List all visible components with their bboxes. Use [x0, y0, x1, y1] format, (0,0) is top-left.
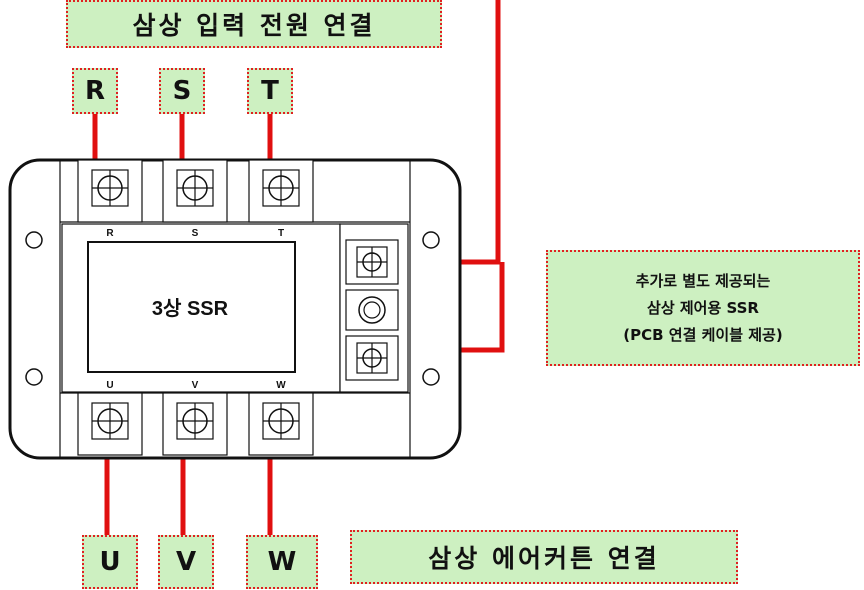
terminal-block-W: [248, 392, 314, 456]
control-ssr-note: 추가로 별도 제공되는 삼상 제어용 SSR (PCB 연결 케이블 제공): [546, 250, 860, 366]
terminal-block-U: [77, 392, 143, 456]
control-terminal-lower: [345, 335, 399, 381]
mount-hole-tl: [25, 231, 43, 249]
input-terminal-R-label: R: [72, 68, 118, 114]
output-aircurtain-label: 삼상 에어커튼 연결: [350, 530, 738, 584]
input-terminal-S-label: S: [159, 68, 205, 114]
input-terminal-T-label: T: [247, 68, 293, 114]
note-line-2: 삼상 제어용 SSR: [647, 298, 759, 317]
label-panel: [87, 241, 296, 373]
output-terminal-W-label: W: [246, 535, 318, 589]
terminal-mark-V: V: [192, 380, 199, 391]
terminal-mark-U: U: [106, 380, 113, 391]
mount-hole-br: [422, 368, 440, 386]
mount-hole-tr: [422, 231, 440, 249]
terminal-block-T: [248, 159, 314, 223]
terminal-mark-T: T: [278, 228, 284, 239]
terminals: [77, 159, 399, 456]
terminal-mark-S: S: [192, 228, 199, 239]
control-center-screw: [345, 289, 399, 331]
device-name: 3상 SSR: [152, 297, 229, 320]
terminal-block-S: [162, 159, 228, 223]
output-terminal-V-label: V: [158, 535, 214, 589]
output-terminal-U-label: U: [82, 535, 138, 589]
terminal-block-V: [162, 392, 228, 456]
note-line-1: 추가로 별도 제공되는: [635, 271, 771, 290]
terminal-mark-R: R: [106, 228, 114, 239]
terminal-mark-W: W: [276, 380, 286, 391]
control-terminal-upper: [345, 239, 399, 285]
terminal-block-R: [77, 159, 143, 223]
note-line-3: (PCB 연결 케이블 제공): [623, 325, 783, 344]
mount-hole-bl: [25, 368, 43, 386]
input-power-label: 삼상 입력 전원 연결: [66, 0, 442, 48]
